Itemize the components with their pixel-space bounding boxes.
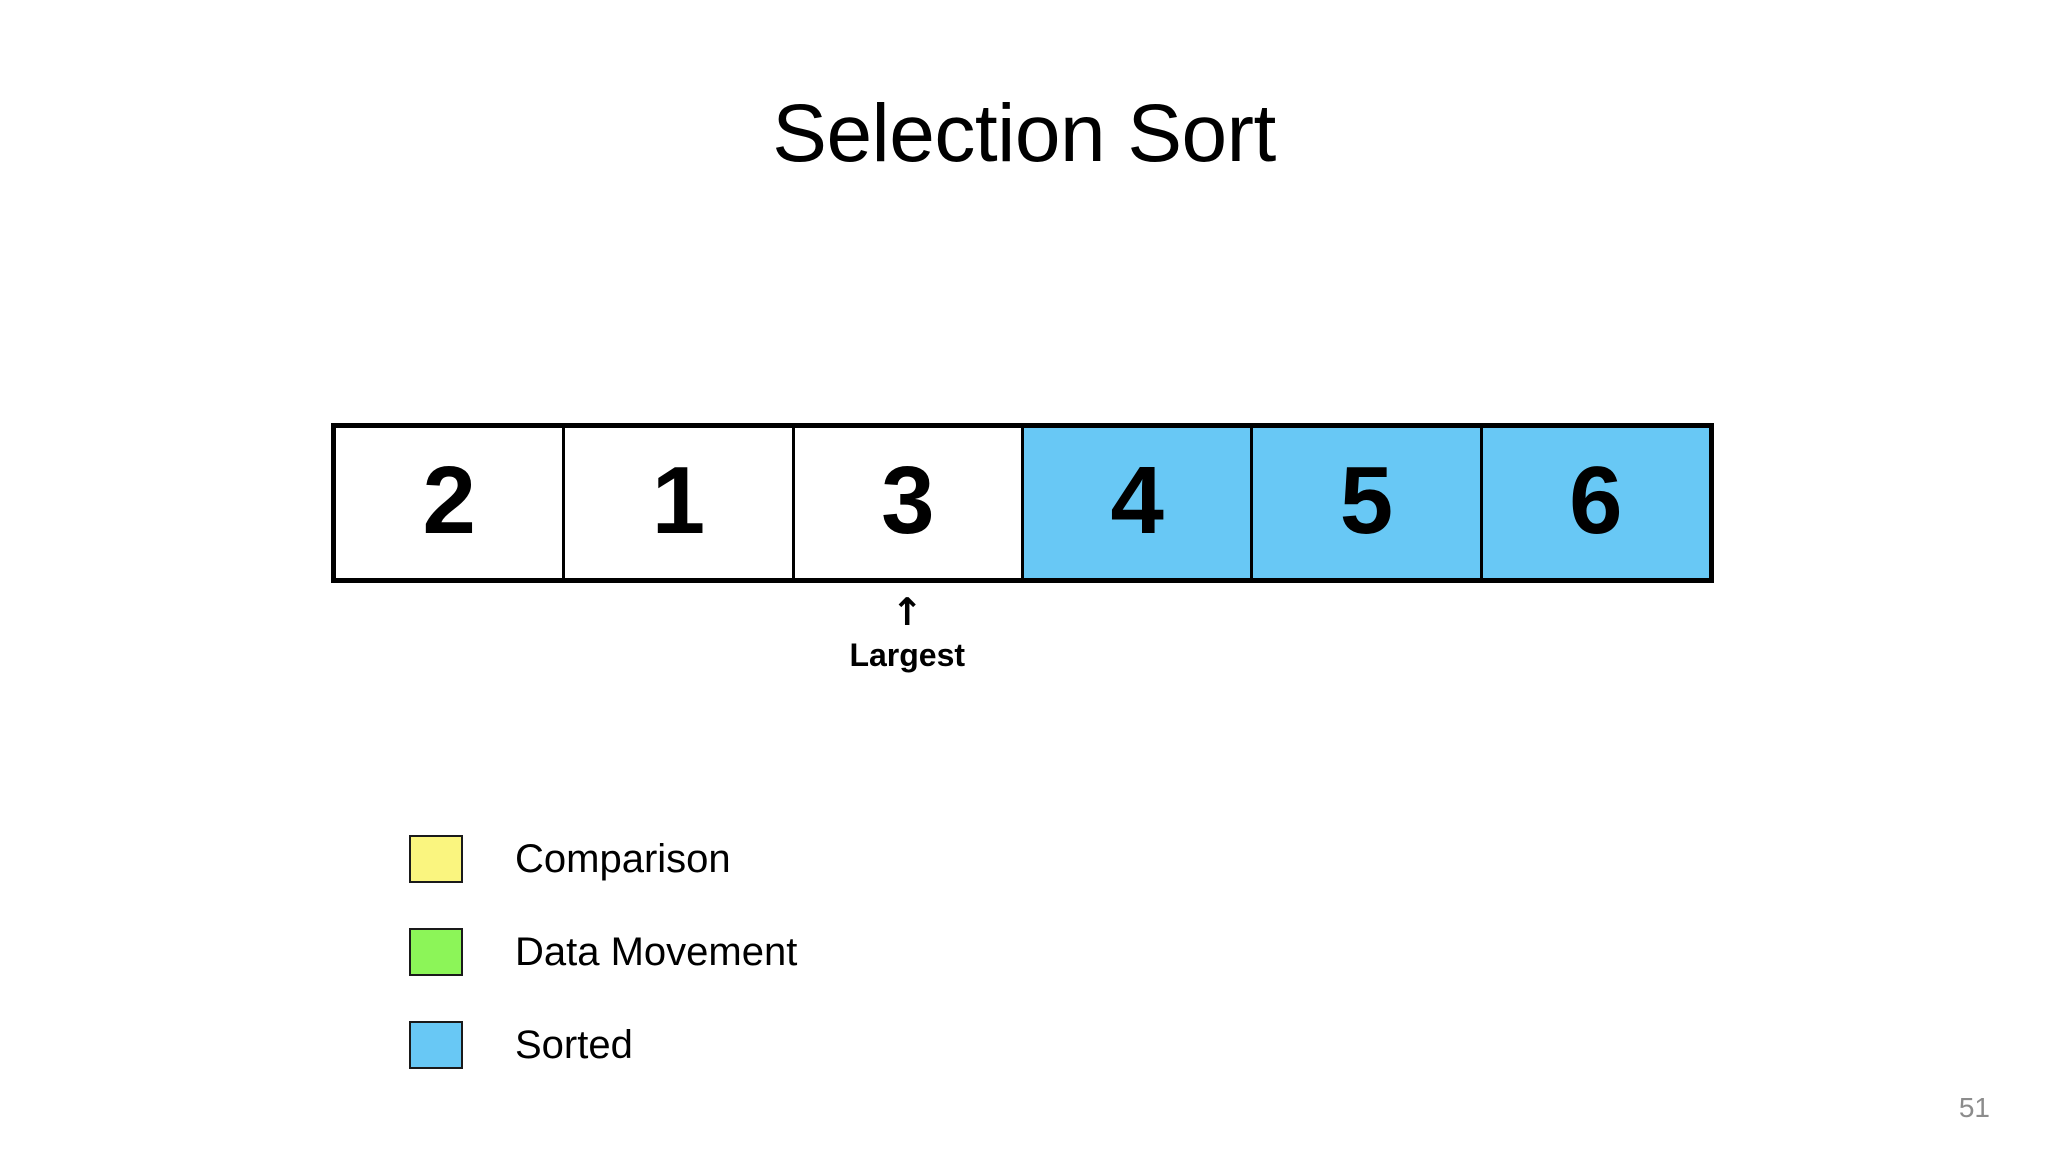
page-number: 51 <box>1958 1092 1990 1123</box>
legend-swatch-comparison <box>409 834 463 883</box>
array-cell-value: 6 <box>1569 447 1623 554</box>
array-visualization: 2 1 3 4 5 6 <box>331 423 1714 583</box>
legend-label: Data Movement <box>515 929 798 974</box>
array-cell-value: 1 <box>651 447 706 554</box>
page-title: Selection Sort <box>772 88 1276 179</box>
legend-item-data-movement: Data Movement <box>409 905 797 998</box>
legend-label: Comparison <box>515 836 731 881</box>
legend-item-sorted: Sorted <box>409 998 797 1091</box>
legend-item-comparison: Comparison <box>409 812 797 905</box>
array-cell-2[interactable]: 3 <box>794 428 1024 578</box>
legend-label: Sorted <box>515 1022 633 1067</box>
array-cell-value: 2 <box>422 447 476 554</box>
array-cell-0[interactable]: 2 <box>336 428 566 578</box>
up-arrow-icon: ↑ <box>891 590 924 634</box>
array-cell-3[interactable]: 4 <box>1023 428 1254 578</box>
array-cell-value: 3 <box>881 447 935 554</box>
largest-pointer: ↑ Largest <box>792 592 1023 674</box>
legend-swatch-data-movement <box>409 927 463 976</box>
legend-swatch-sorted <box>409 1020 463 1069</box>
array-cell-value: 5 <box>1339 447 1394 554</box>
array-cell-1[interactable]: 1 <box>565 428 795 578</box>
legend: Comparison Data Movement Sorted <box>409 812 797 1091</box>
array-cell-5[interactable]: 6 <box>1482 428 1709 578</box>
array-cell-4[interactable]: 5 <box>1253 428 1483 578</box>
largest-pointer-label: Largest <box>849 637 966 673</box>
array-cell-value: 4 <box>1110 447 1164 554</box>
